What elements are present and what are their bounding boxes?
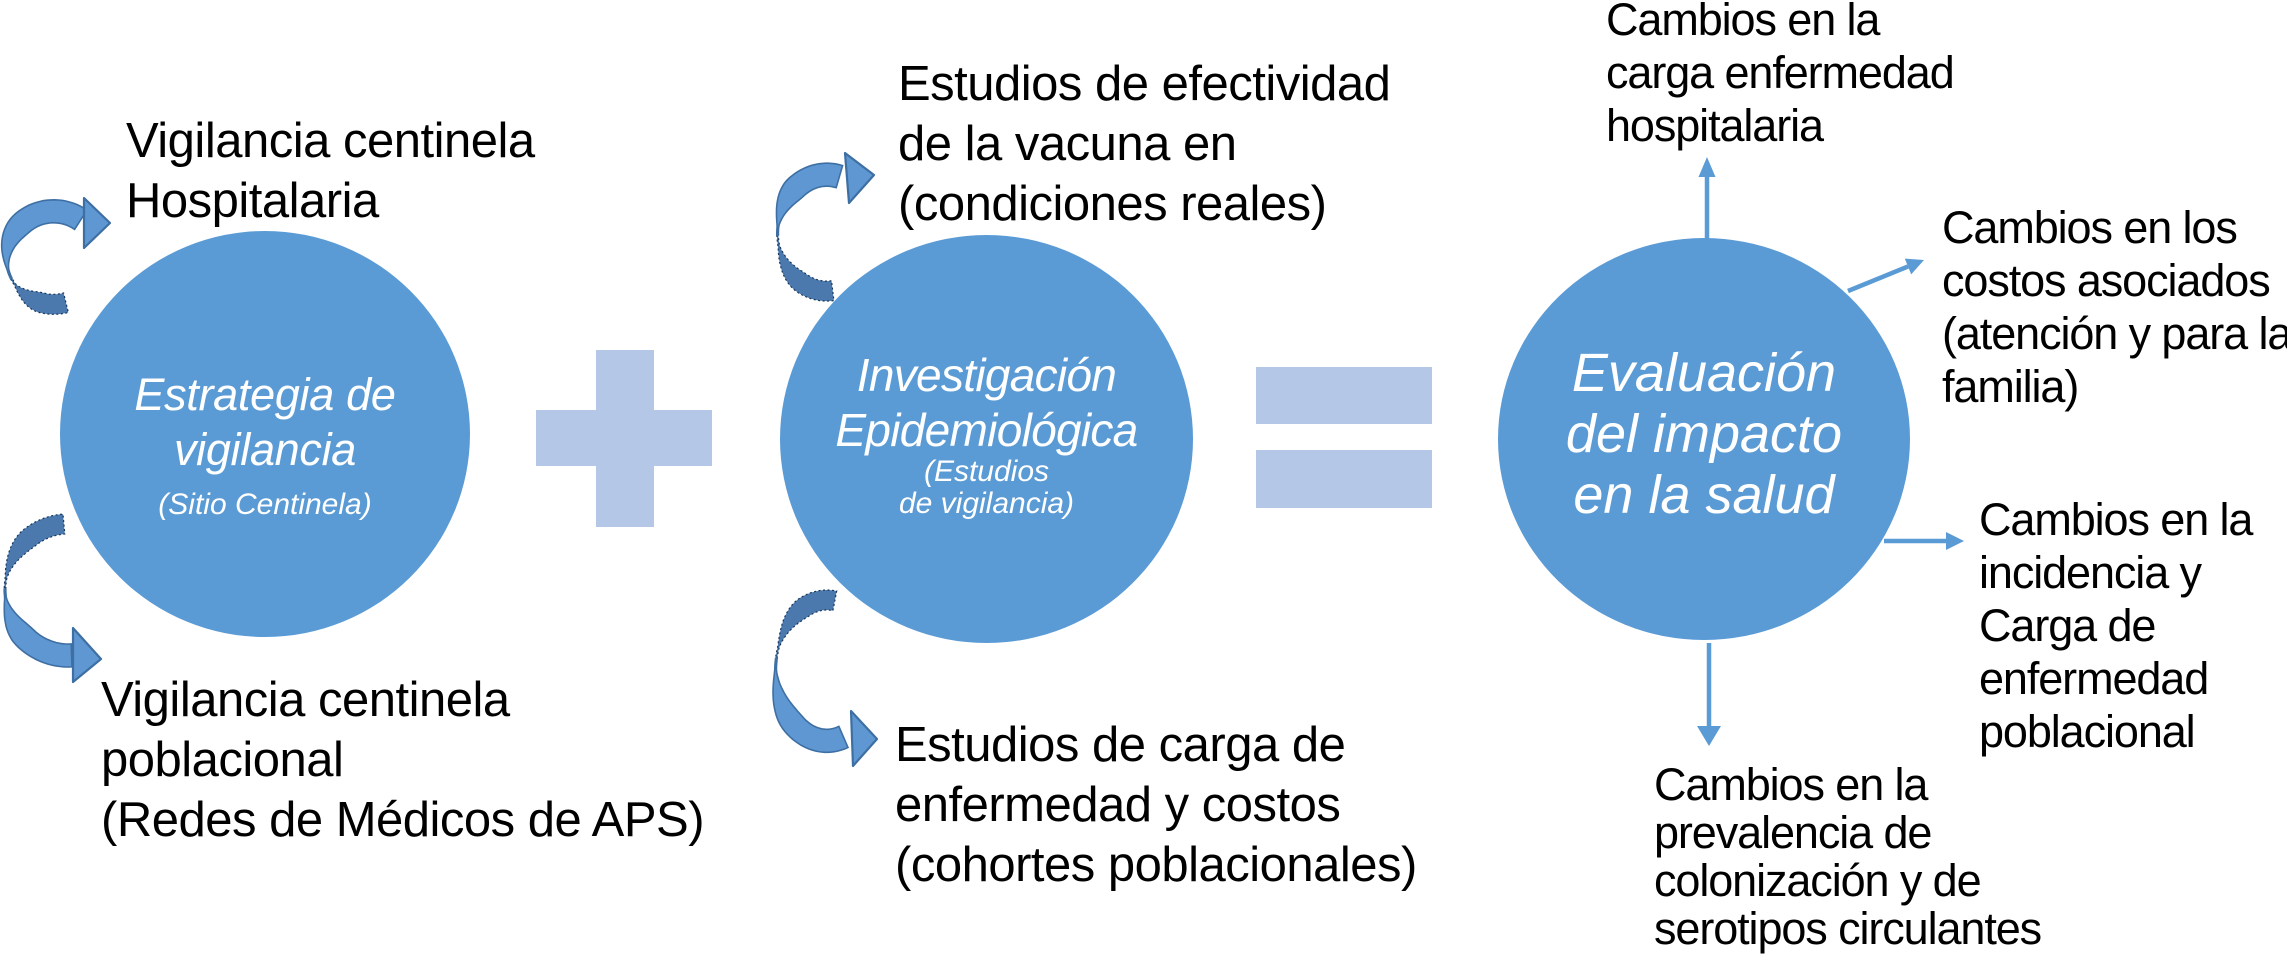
text-line: costos asociados <box>1942 255 2271 306</box>
straight-arrow-diagonal-line <box>1847 264 1909 294</box>
text-line: (Sitio Centinela) <box>158 488 372 521</box>
text-line: Investigación <box>856 349 1117 401</box>
curved-arrow-left-bottom <box>3 513 103 684</box>
label-vigilancia-poblacional: Vigilancia centinela poblacional (Redes de… <box>101 670 705 850</box>
text-line: (Estudios <box>923 455 1050 488</box>
straight-arrow-up <box>1698 157 1716 240</box>
text-line: Estudios de efectividad <box>898 57 1391 111</box>
text-line: Cambios en la <box>1606 0 1880 45</box>
text-line: incidencia y <box>1979 547 2202 598</box>
text-line: poblacional <box>101 733 344 787</box>
label-estudios-efectividad: Estudios de efectividad de la vacuna en (c… <box>898 54 1391 234</box>
curved-arrow-back-band <box>776 234 835 302</box>
text-line: serotipos circulantes <box>1654 903 2042 954</box>
text-line: prevalencia de <box>1654 807 1932 858</box>
label-estudios-carga: Estudios de carga de enfermedad y costos (… <box>895 715 1417 895</box>
straight-arrow-diagonal-head <box>1904 258 1924 275</box>
text-line: Cambios en la <box>1654 759 1928 810</box>
text-line: Cambios en los <box>1942 202 2238 253</box>
text-line: carga enfermedad <box>1606 47 1955 98</box>
straight-arrow-down <box>1697 643 1721 746</box>
equals-top-bar <box>1256 367 1432 424</box>
text-line: del impacto <box>1565 404 1843 464</box>
circle-estrategia-sub: (Sitio Centinela) <box>60 488 470 522</box>
text-line: familia) <box>1942 361 2079 412</box>
text-line: hospitalaria <box>1606 100 1824 151</box>
text-line: de vigilancia) <box>898 487 1075 520</box>
text-line: Estudios de carga de <box>895 718 1346 772</box>
text-line: Evaluación <box>1571 343 1837 403</box>
text-line: Vigilancia centinela <box>126 114 535 168</box>
text-line: Carga de <box>1979 600 2156 651</box>
text-line: (Redes de Médicos de APS) <box>101 793 705 847</box>
text-line: Hospitalaria <box>126 174 379 228</box>
curved-arrow-head <box>843 151 876 205</box>
curved-arrow-head <box>71 626 103 684</box>
curved-arrow-head <box>849 709 879 768</box>
text-line: (cohortes poblacionales) <box>895 838 1417 892</box>
straight-arrow-up-head <box>1698 157 1716 177</box>
curved-arrow-back-band <box>3 513 66 590</box>
curved-arrow-back-band <box>774 589 838 660</box>
curved-arrow-left-top <box>0 196 112 315</box>
curved-arrow-middle-bottom <box>772 589 879 768</box>
plus-vertical-bar <box>596 350 654 527</box>
text-line: colonización y de <box>1654 855 1982 906</box>
text-line: de la vacuna en <box>898 117 1237 171</box>
curved-arrow-middle-top <box>775 151 876 302</box>
text-line: en la salud <box>1573 465 1835 525</box>
curved-arrow-front-band <box>3 588 73 668</box>
text-line: (condiciones reales) <box>898 177 1327 231</box>
curved-arrows <box>0 151 879 768</box>
text-line: Epidemiológica <box>835 404 1138 456</box>
straight-arrow-right-head <box>1946 532 1964 550</box>
text-line: poblacional <box>1979 706 2196 757</box>
straight-arrow-diagonal <box>1847 258 1924 294</box>
curved-arrow-head <box>82 196 112 250</box>
curved-arrow-front-band <box>0 198 89 280</box>
equals-bottom-bar <box>1256 450 1432 508</box>
text-line: vigilancia <box>173 424 357 475</box>
text-line: (atención y para la <box>1942 308 2287 359</box>
curved-arrow-front-band <box>772 657 850 754</box>
text-line: Estrategia de <box>134 369 396 420</box>
curved-arrow-back-band <box>9 277 70 315</box>
text-line: Vigilancia centinela <box>101 673 510 727</box>
straight-arrow-down-head <box>1697 726 1721 746</box>
text-line: enfermedad y costos <box>895 778 1341 832</box>
curved-arrow-front-band <box>775 162 844 236</box>
text-line: Cambios en la <box>1979 494 2253 545</box>
text-line: enfermedad <box>1979 653 2209 704</box>
straight-arrow-right <box>1884 532 1964 550</box>
